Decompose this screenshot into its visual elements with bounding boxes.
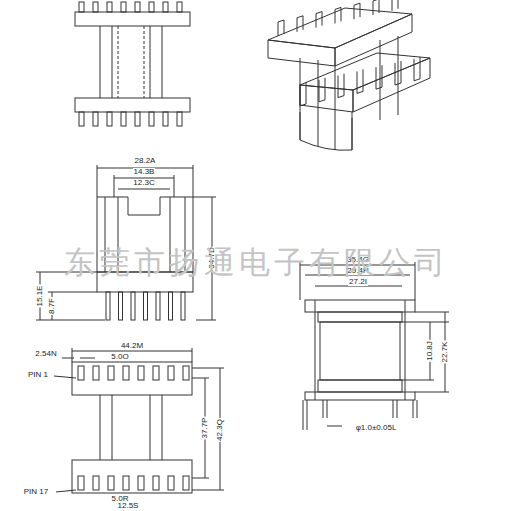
- dimension-label: 15.1E: [36, 285, 44, 308]
- pin: [335, 7, 363, 93]
- pin: [144, 292, 148, 320]
- pin-label: PIN 17: [23, 488, 49, 496]
- pin: [177, 112, 182, 126]
- pin-label: PIN 1: [27, 371, 49, 379]
- pin: [183, 366, 189, 380]
- pin: [153, 366, 159, 380]
- pin: [354, 3, 382, 89]
- dimension-label: 2.54N: [34, 350, 57, 358]
- dimension-label: 5.0O: [110, 353, 129, 361]
- pin: [373, 0, 401, 85]
- pin: [297, 16, 325, 102]
- side-view: [300, 262, 449, 430]
- pin: [79, 2, 84, 12]
- pin: [79, 112, 84, 126]
- pin: [278, 20, 306, 106]
- dimension-label: 22.7K: [441, 341, 449, 364]
- pin: [181, 292, 185, 320]
- isometric-view: [268, 0, 430, 150]
- dimension-label: 37.7P: [201, 417, 209, 440]
- pin: [135, 112, 140, 126]
- pin: [123, 366, 129, 380]
- dimension-label: 12.5S: [117, 502, 140, 510]
- dimension-label: 8.7F: [48, 297, 56, 315]
- pin: [153, 476, 159, 490]
- pin: [78, 366, 84, 380]
- pin: [93, 366, 99, 380]
- pin: [138, 476, 144, 490]
- pin: [93, 112, 98, 126]
- pin: [107, 2, 112, 12]
- pin: [78, 476, 84, 490]
- pin: [121, 112, 126, 126]
- pin: [183, 476, 189, 490]
- bottom-view: [54, 348, 224, 493]
- pin: [135, 2, 140, 12]
- dimension-label: 28.2A: [134, 157, 157, 165]
- pin: [168, 366, 174, 380]
- pin: [163, 112, 168, 126]
- pin: [163, 2, 168, 12]
- pin: [168, 476, 174, 490]
- pin: [316, 12, 344, 98]
- pin: [107, 112, 112, 126]
- pin: [93, 2, 98, 12]
- pin: [108, 476, 114, 490]
- pin: [169, 292, 173, 320]
- dimension-label: 14.3B: [133, 168, 156, 176]
- pin: [106, 292, 110, 320]
- pin: [93, 476, 99, 490]
- pin: [149, 112, 154, 126]
- pin: [108, 366, 114, 380]
- dimension-label: φ1.0±0.05L: [355, 424, 398, 432]
- watermark: 东莞市扬通电子有限公司: [64, 247, 449, 278]
- dimension-label: 12.3C: [132, 179, 155, 187]
- front-view: [36, 165, 216, 320]
- pin: [149, 2, 154, 12]
- pin: [121, 2, 126, 12]
- pin: [123, 476, 129, 490]
- dimension-label: 42.3Q: [216, 418, 224, 442]
- pin: [131, 292, 135, 320]
- pin: [119, 292, 123, 320]
- dimension-label: 44.2M: [120, 342, 144, 350]
- top-view: [75, 2, 190, 126]
- pin: [138, 366, 144, 380]
- dimension-label: 27.2I: [348, 278, 368, 286]
- pin: [156, 292, 160, 320]
- pin: [392, 0, 420, 81]
- dimension-label: 10.8J: [426, 340, 434, 362]
- pin: [177, 2, 182, 12]
